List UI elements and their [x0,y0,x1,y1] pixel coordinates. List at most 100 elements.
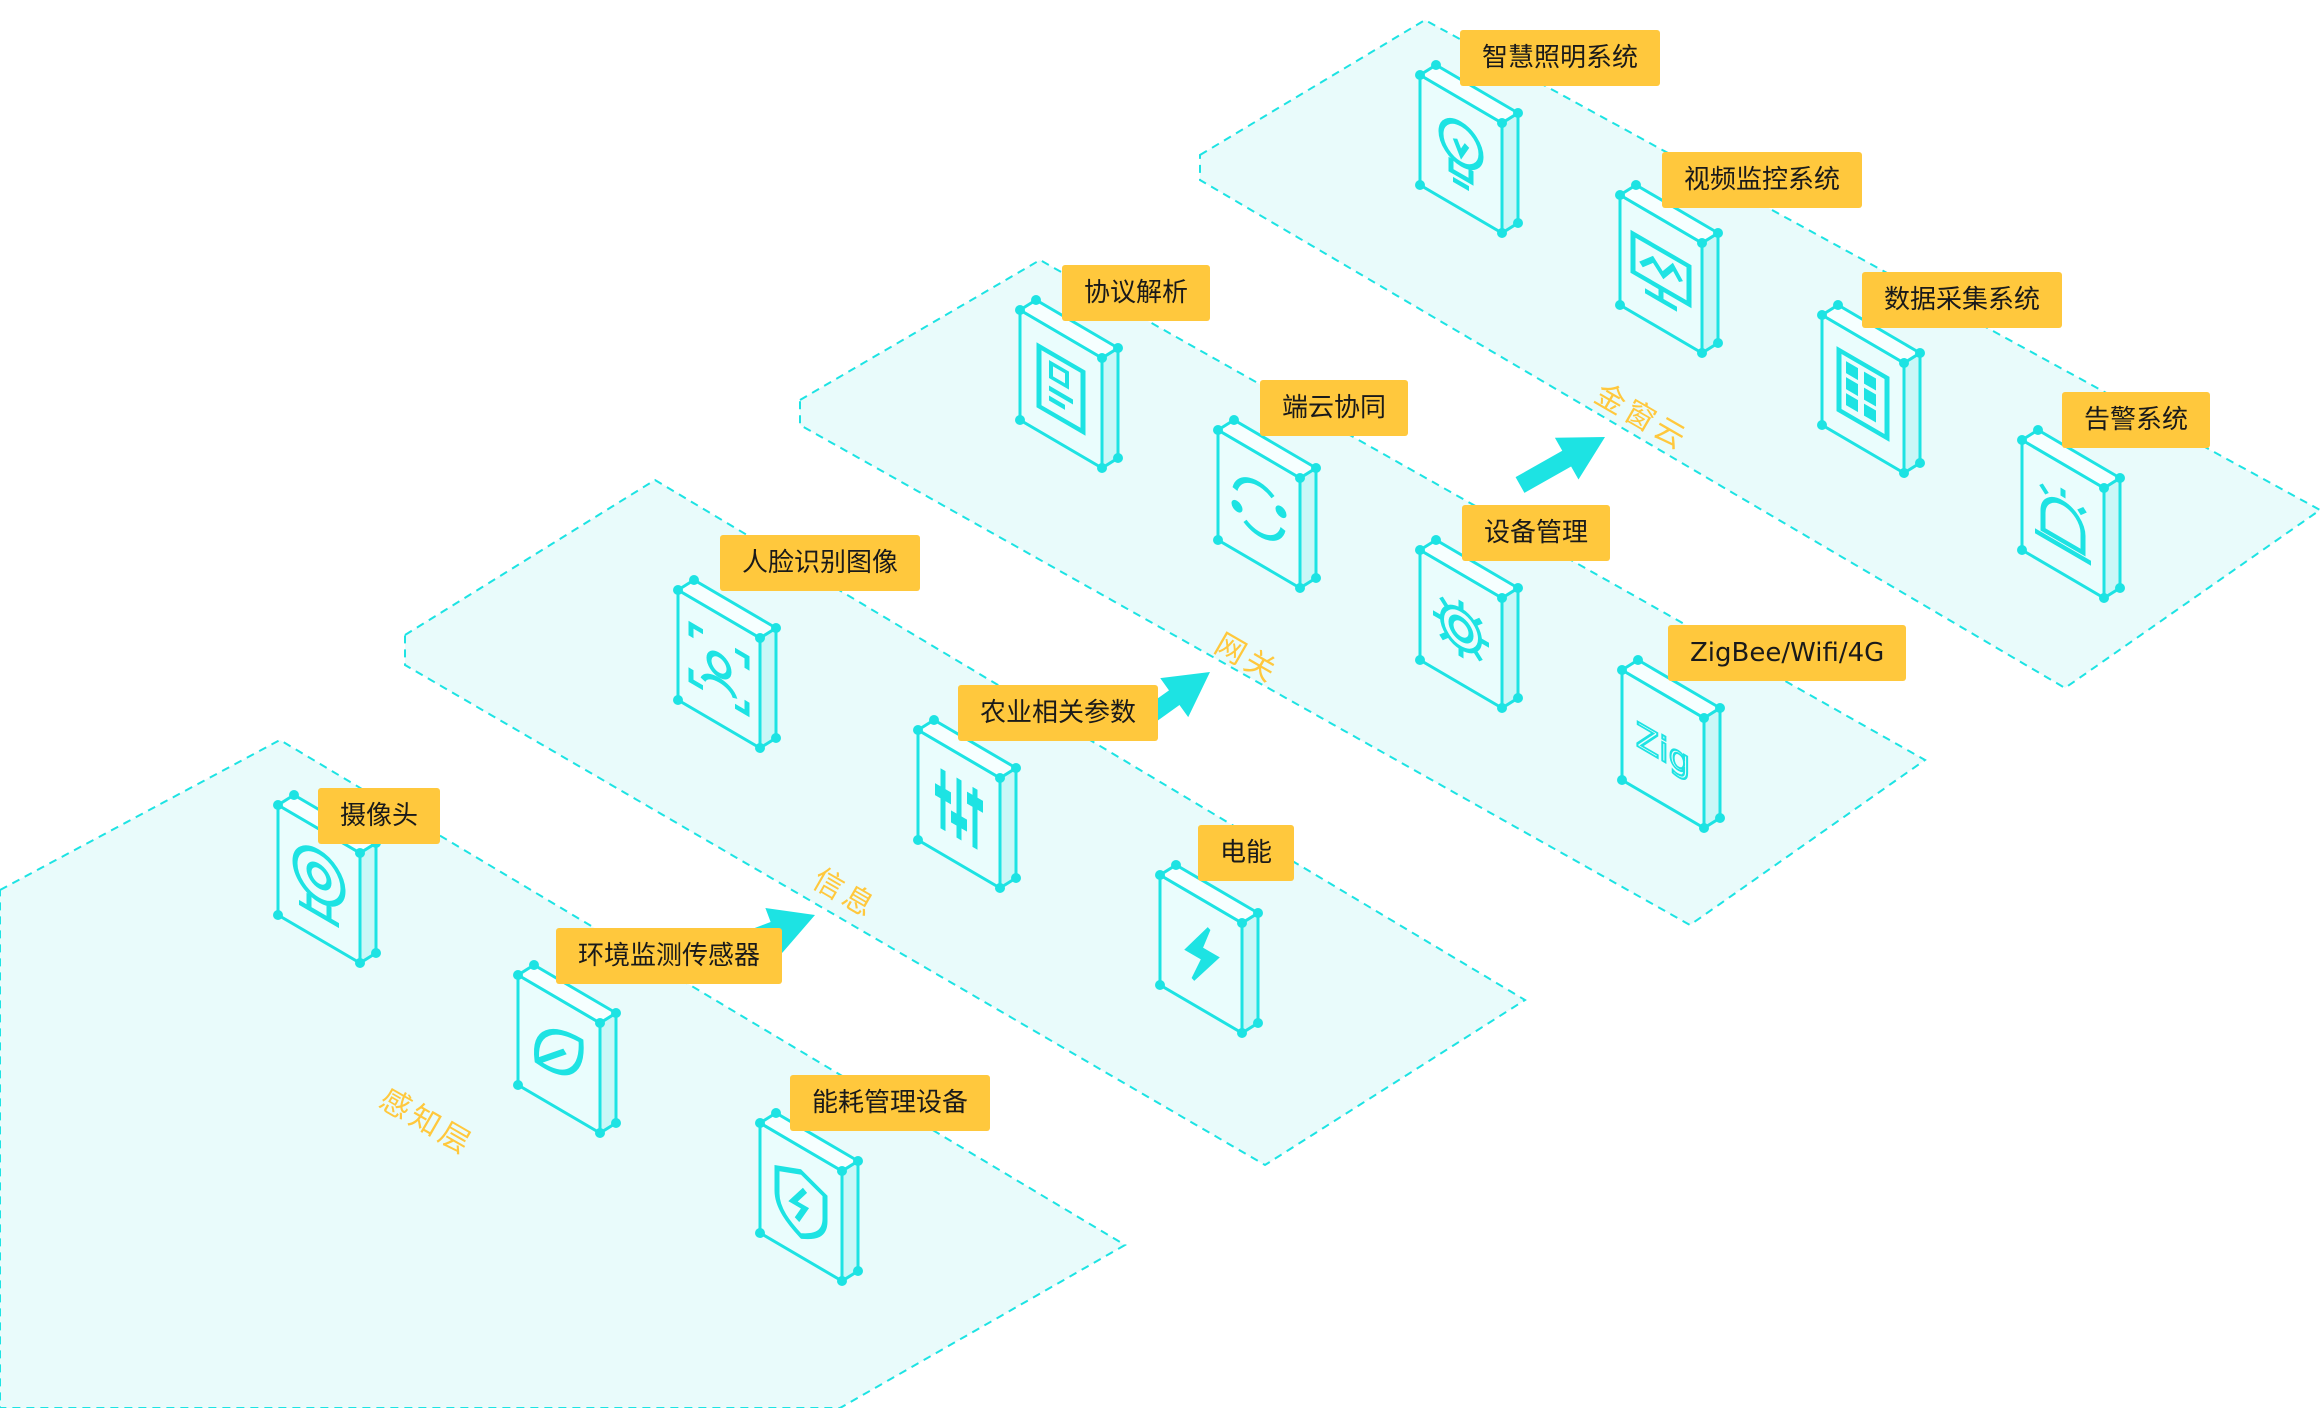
cube-side [1902,350,1922,476]
cube-corner-dot [1715,703,1725,713]
device-label: 电能 [1198,825,1295,881]
cube-corner-dot [1633,655,1643,665]
cube-corner-dot [1431,60,1441,70]
flow-arrow [1515,437,1605,493]
cube-corner-dot [771,733,781,743]
cube-corner-dot [1415,180,1425,190]
device-label: 告警系统 [2062,392,2211,448]
cube-corner-dot [913,835,923,845]
cube-corner-dot [755,1228,765,1238]
cube-corner-dot [1097,353,1107,363]
cube-side [758,625,778,751]
cube-corner-dot [1155,870,1165,880]
cube-corner-dot [1497,593,1507,603]
device-label: 数据采集系统 [1862,272,2063,328]
cube-corner-dot [529,960,539,970]
cube-corner-dot [771,623,781,633]
device-cube [1415,60,1523,238]
cube-corner-dot [2017,435,2027,445]
cube-side [1500,110,1520,236]
cube-corner-dot [513,1080,523,1090]
cube-corner-dot [611,1118,621,1128]
cube-side [598,1010,618,1136]
cube-corner-dot [1615,300,1625,310]
cube-corner-dot [1497,228,1507,238]
cube-corner-dot [929,715,939,725]
cube-corner-dot [755,743,765,753]
cube-corner-dot [595,1018,605,1028]
cube-corner-dot [289,790,299,800]
cube-side [1702,705,1722,831]
cube-corner-dot [1431,535,1441,545]
device-label: 协议解析 [1062,265,1211,321]
cube-corner-dot [1513,218,1523,228]
device-label: 智慧照明系统 [1460,30,1661,86]
cube-corner-dot [355,848,365,858]
cube-corner-dot [1617,775,1627,785]
cube-corner-dot [1415,70,1425,80]
cube-corner-dot [1513,583,1523,593]
cube-corner-dot [1295,473,1305,483]
cube-corner-dot [371,948,381,958]
device-cube [513,960,621,1138]
device-label: 视频监控系统 [1662,152,1863,208]
cube-side [358,840,378,966]
cube-corner-dot [2033,425,2043,435]
device-cube [2017,425,2125,603]
cube-corner-dot [1237,918,1247,928]
device-label: 设备管理 [1462,505,1611,561]
cube-corner-dot [273,910,283,920]
cube-corner-dot [1171,860,1181,870]
cube-side [1500,585,1520,711]
cube-corner-dot [1229,415,1239,425]
cube-corner-dot [1715,813,1725,823]
device-label: 摄像头 [318,788,441,844]
cube-corner-dot [355,958,365,968]
cube-corner-dot [771,1108,781,1118]
cube-corner-dot [1015,305,1025,315]
cube-corner-dot [1113,453,1123,463]
cube-corner-dot [1213,425,1223,435]
cube-corner-dot [1311,463,1321,473]
cube-corner-dot [2017,545,2027,555]
cube-corner-dot [1699,713,1709,723]
cube-corner-dot [1617,665,1627,675]
cube-corner-dot [1253,908,1263,918]
cube-corner-dot [995,883,1005,893]
cube-corner-dot [1713,228,1723,238]
cube-corner-dot [1213,535,1223,545]
cube-corner-dot [1915,458,1925,468]
device-cube [1155,860,1263,1038]
cube-corner-dot [1915,348,1925,358]
cube-corner-dot [273,800,283,810]
cube-corner-dot [1295,583,1305,593]
cube-corner-dot [1011,873,1021,883]
cube-corner-dot [853,1156,863,1166]
cube-corner-dot [1497,118,1507,128]
cube-corner-dot [2099,483,2109,493]
device-label: 人脸识别图像 [720,535,921,591]
cube-corner-dot [1631,180,1641,190]
cube-corner-dot [1817,420,1827,430]
cube-corner-dot [1497,703,1507,713]
cube-side [1298,465,1318,591]
cube-corner-dot [595,1128,605,1138]
cube-side [840,1158,860,1284]
cube-corner-dot [1253,1018,1263,1028]
cube-corner-dot [1311,573,1321,583]
cube-side [998,765,1018,891]
device-label: 农业相关参数 [958,685,1159,741]
device-cube [1817,300,1925,478]
cube-corner-dot [2099,593,2109,603]
cube-corner-dot [673,695,683,705]
device-label: 能耗管理设备 [790,1075,991,1131]
cube-corner-dot [1015,415,1025,425]
device-cube [673,575,781,753]
cube-corner-dot [853,1266,863,1276]
cube-corner-dot [1097,463,1107,473]
cube-side [1240,910,1260,1036]
cube-corner-dot [1155,980,1165,990]
device-cube [1615,180,1723,358]
